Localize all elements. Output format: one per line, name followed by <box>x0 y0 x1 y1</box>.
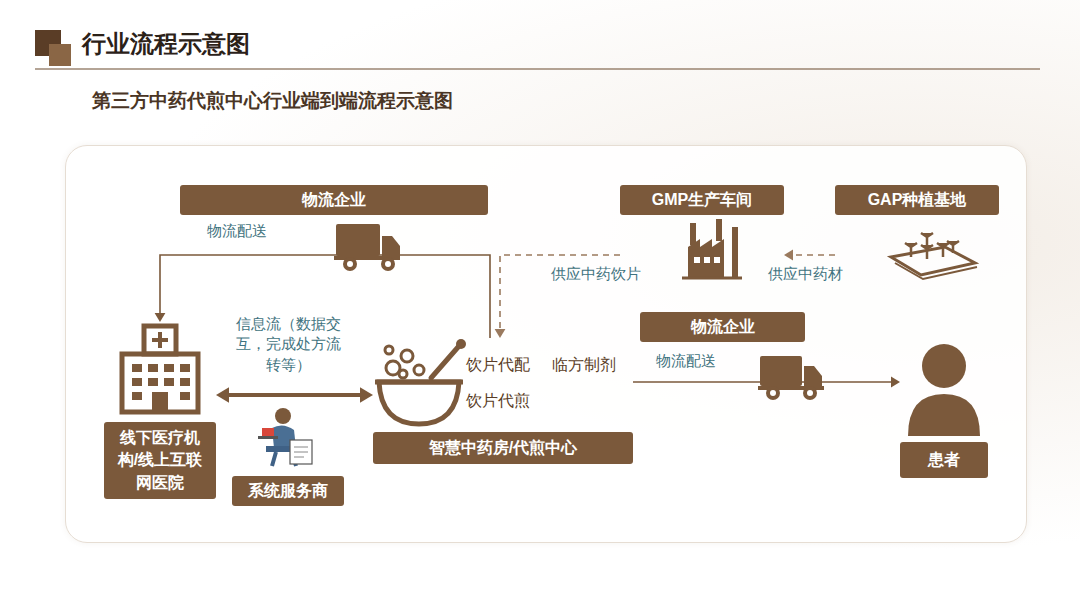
truck-icon <box>334 224 400 271</box>
bowl-icon <box>373 338 633 428</box>
arrow-head <box>216 387 229 403</box>
flow-label: 物流配送 <box>207 222 267 241</box>
process-box: 线下医疗机构/线上互联网医院 <box>104 322 216 499</box>
flow-connector <box>216 387 373 403</box>
arrow-head <box>495 329 506 338</box>
process-box: 患者 <box>900 330 988 478</box>
arrow-head <box>155 313 166 322</box>
node-label: 物流企业 <box>640 312 805 342</box>
title-icon <box>35 30 71 66</box>
process-box: 物流企业 <box>180 185 488 215</box>
node-label: GAP种植基地 <box>835 185 999 215</box>
node-label: 患者 <box>900 442 988 478</box>
truck-icon <box>758 356 824 400</box>
node-label: 系统服务商 <box>232 476 344 506</box>
page-title: 行业流程示意图 <box>82 28 250 60</box>
arrow-head <box>891 377 900 388</box>
connector-line <box>226 393 362 397</box>
field-icon <box>835 217 999 281</box>
process-label: 饮片代煎 <box>466 391 530 412</box>
process-box: 系统服务商 <box>232 476 344 506</box>
flow-label: 信息流（数据交互，完成处方流转等） <box>230 314 346 375</box>
node-label: 智慧中药房/代煎中心 <box>373 432 633 464</box>
flow-label: 供应中药材 <box>768 265 843 284</box>
flow-label: 供应中药饮片 <box>551 265 641 284</box>
header-rule <box>35 68 1040 69</box>
process-label: 饮片代配 <box>466 355 530 376</box>
node-label: 线下医疗机构/线上互联网医院 <box>104 422 216 499</box>
flow-connector <box>784 250 835 261</box>
subtitle: 第三方中药代煎中心行业端到端流程示意图 <box>92 88 453 114</box>
arrow-head <box>360 387 373 403</box>
factory-icon <box>620 217 784 281</box>
process-box: 物流企业 <box>640 312 805 342</box>
person-icon <box>900 330 988 438</box>
process-box: GAP种植基地 <box>835 185 999 281</box>
node-label: 物流企业 <box>180 185 488 215</box>
arrow-head <box>784 250 793 261</box>
hospital-icon <box>104 322 216 418</box>
node-label: GMP生产车间 <box>620 185 784 215</box>
flow-label: 物流配送 <box>656 352 716 371</box>
process-box: GMP生产车间 <box>620 185 784 281</box>
service-provider-icon <box>258 408 312 466</box>
process-box: 智慧中药房/代煎中心 <box>373 338 633 464</box>
connector-line <box>791 254 835 256</box>
process-label: 临方制剂 <box>552 355 616 376</box>
